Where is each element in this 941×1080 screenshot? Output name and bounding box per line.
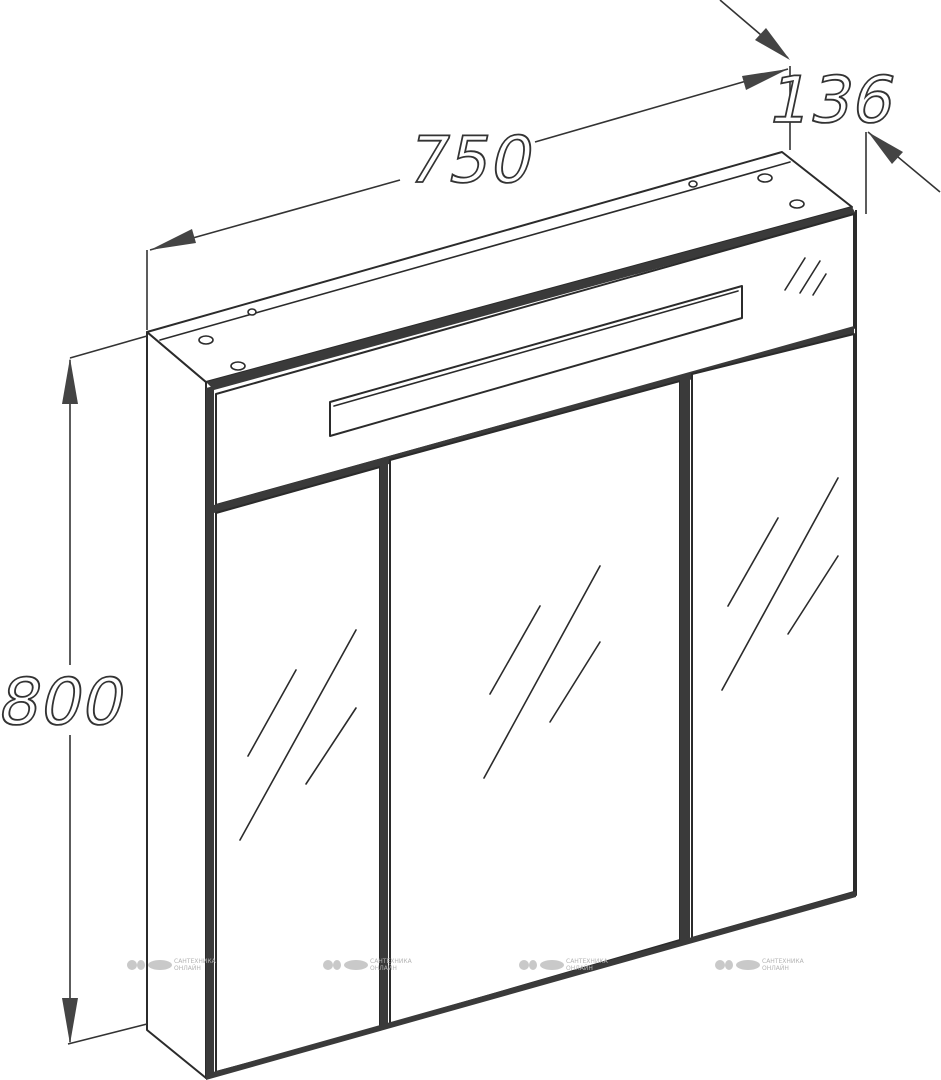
height-extension-line-top bbox=[69, 335, 148, 359]
watermark-logo-icon bbox=[137, 960, 145, 970]
mount-hole bbox=[789, 199, 805, 209]
watermark-text: САНТЕХНИКА bbox=[370, 958, 413, 965]
watermark: САНТЕХНИКА ОНЛАЙН bbox=[519, 958, 609, 972]
mount-hole bbox=[230, 361, 246, 371]
front-left-edge bbox=[206, 386, 214, 1078]
height-arrow-bottom bbox=[62, 998, 78, 1044]
watermark-text: САНТЕХНИКА bbox=[762, 958, 805, 965]
mirror-reflection bbox=[239, 629, 357, 841]
watermark-logo-icon bbox=[127, 960, 137, 970]
watermark-text: САНТЕХНИКА bbox=[174, 958, 217, 965]
door-gap bbox=[680, 375, 690, 941]
width-dimension-label: 750 bbox=[401, 124, 542, 198]
top-front-edge bbox=[159, 161, 791, 341]
watermark-logo-icon bbox=[323, 960, 333, 970]
depth-arrow-top bbox=[755, 28, 790, 60]
mount-hole bbox=[247, 308, 257, 316]
height-dimension-label: 800 bbox=[0, 666, 134, 740]
mount-hole bbox=[688, 180, 698, 188]
center-mirror-door bbox=[389, 380, 681, 1025]
watermark: САНТЕХНИКА ОНЛАЙН bbox=[127, 958, 217, 972]
mirror-reflection bbox=[727, 517, 779, 607]
mount-hole bbox=[757, 173, 773, 183]
front-frame-edge bbox=[206, 207, 856, 390]
watermark-logo-icon bbox=[715, 960, 725, 970]
height-extension-line-bottom bbox=[67, 1023, 148, 1045]
watermark-logo-icon bbox=[736, 960, 760, 970]
watermark-logo-icon bbox=[344, 960, 368, 970]
mirror-reflection bbox=[721, 477, 839, 691]
mount-hole bbox=[198, 335, 214, 345]
watermark: САНТЕХНИКА ОНЛАЙН bbox=[715, 958, 805, 972]
mirror-reflection bbox=[483, 565, 601, 779]
depth-dimension-label: 136 bbox=[763, 64, 904, 138]
led-strip bbox=[329, 285, 743, 437]
glass-reflection bbox=[784, 257, 806, 291]
mirror-reflection bbox=[247, 669, 297, 757]
width-arrow-left bbox=[150, 229, 196, 250]
left-mirror-door bbox=[215, 466, 381, 1073]
height-arrow-top bbox=[62, 358, 78, 404]
mirror-reflection bbox=[549, 641, 601, 723]
mirror-reflection bbox=[787, 555, 839, 635]
watermark-logo-icon bbox=[148, 960, 172, 970]
watermark-text: ОНЛАЙН bbox=[370, 965, 397, 972]
watermark-logo-icon bbox=[333, 960, 341, 970]
glass-reflection bbox=[812, 273, 827, 296]
led-strip-inner bbox=[333, 290, 739, 407]
watermark-logo-icon bbox=[540, 960, 564, 970]
mirror-reflection bbox=[489, 605, 541, 695]
watermark-text: САНТЕХНИКА bbox=[566, 958, 609, 965]
door-gap bbox=[380, 462, 388, 1029]
watermark-logo-icon bbox=[725, 960, 733, 970]
depth-arrow-bottom bbox=[868, 132, 903, 164]
watermark-logo-icon bbox=[529, 960, 537, 970]
watermark: САНТЕХНИКА ОНЛАЙН bbox=[323, 958, 413, 972]
glass-reflection bbox=[799, 260, 821, 294]
watermark-text: ОНЛАЙН bbox=[762, 965, 789, 972]
right-mirror-door bbox=[691, 333, 855, 939]
width-arrow-right bbox=[742, 69, 788, 90]
door-frame-bottom bbox=[206, 891, 856, 1080]
mirror-reflection bbox=[305, 707, 357, 785]
watermark-logo-icon bbox=[519, 960, 529, 970]
watermark-text: ОНЛАЙН bbox=[174, 965, 201, 972]
watermark-text: ОНЛАЙН bbox=[566, 965, 593, 972]
